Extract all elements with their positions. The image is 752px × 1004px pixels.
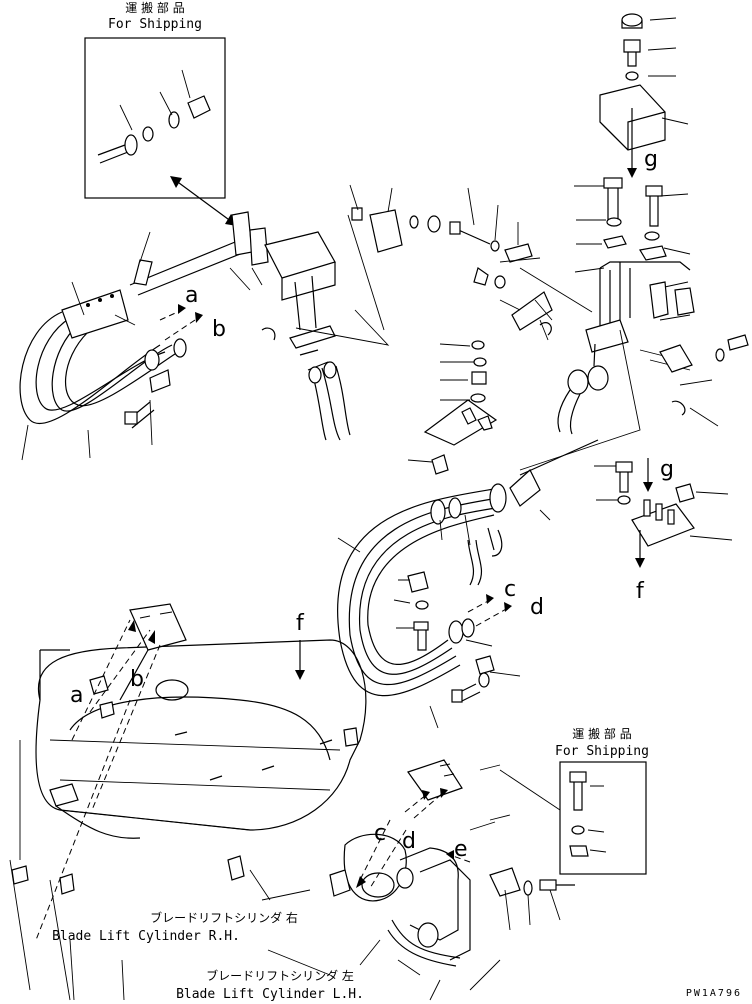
cylinder-rh-jp: ブレードリフトシリンダ 右 [150,910,298,925]
frame-body [9,639,367,1001]
shipping-label-en-top: For Shipping [108,17,202,32]
upper-pipe-bracket [129,211,390,441]
callout-f-right: f [636,579,645,604]
middle-top-hardware [347,184,593,341]
top-right-hardware: g [519,13,749,471]
center-hose-loop [337,439,599,729]
shipping-label-jp-top: 運 搬 部 品 [125,0,184,15]
callout-a-upper: a [185,283,198,308]
right-middle-bracket: g f [594,457,733,604]
callout-e: e [454,837,468,862]
shipping-box-bottom-right: 運 搬 部 品 For Shipping [499,726,649,875]
lower-cylinder-assembly [267,759,575,1001]
left-hose-assembly [19,281,187,461]
callout-b-lower: b [130,667,144,692]
callout-c-lower: c [374,821,386,846]
cylinder-lh-en: Blade Lift Cylinder L.H. [176,987,364,1002]
callout-b-upper: b [212,317,226,342]
callout-a-lower: a [70,683,83,708]
drawing-code: PW1A796 [686,988,742,999]
middle-bracket-plate [407,340,498,475]
callout-d-upper: d [530,595,544,620]
callout-g-mid: g [660,457,674,482]
manifold-block [61,289,129,339]
cylinder-rh-en: Blade Lift Cylinder R.H. [52,929,240,944]
cylinder-lh-jp: ブレードリフトシリンダ 左 [206,968,354,983]
shipping-label-en-bottom: For Shipping [555,744,649,759]
shipping-box-top-left: 運 搬 部 品 For Shipping [84,0,226,199]
double-arrow [174,179,233,223]
callout-c-upper: c [504,577,516,602]
callout-g-top: g [644,147,658,172]
callout-d-lower: d [402,829,416,854]
callout-f-lower: f [296,611,305,636]
shipping-label-jp-bottom: 運 搬 部 品 [572,726,631,741]
